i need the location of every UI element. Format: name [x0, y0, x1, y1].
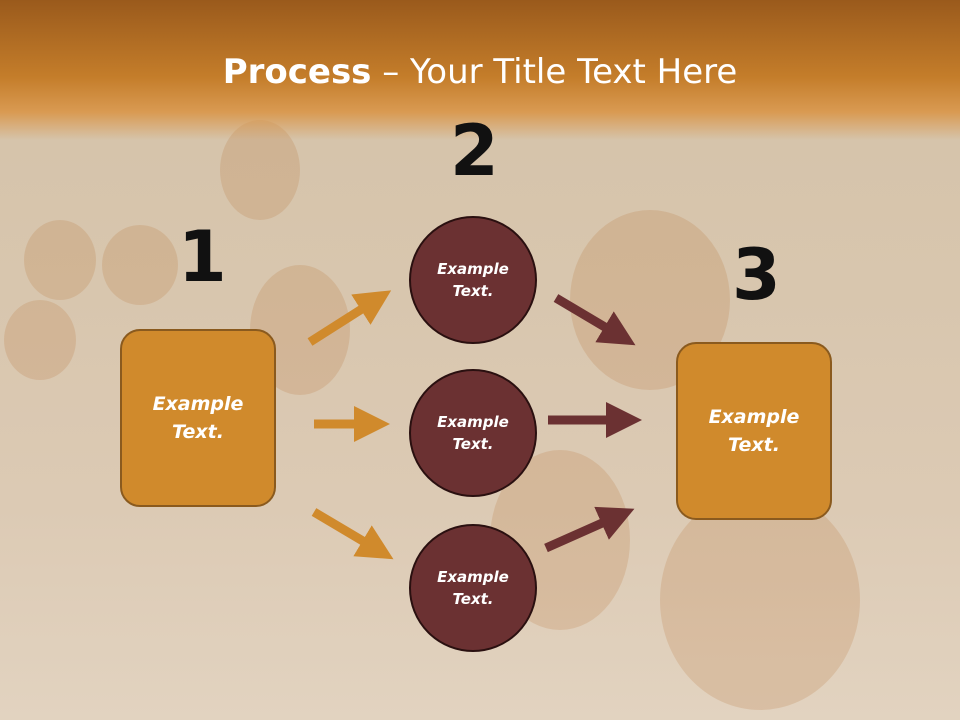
arrow-left-to-top: [307, 290, 392, 346]
arrow-left-to-bottom: [311, 508, 394, 560]
circle-top[interactable]: Example Text.: [409, 216, 537, 344]
barrel-decoration: [24, 220, 96, 300]
step-number-2: 2: [450, 110, 499, 192]
step-number-3: 3: [732, 234, 781, 316]
title-bold: Process: [222, 52, 372, 92]
left-box[interactable]: Example Text.: [120, 329, 276, 507]
step-number-1: 1: [178, 216, 227, 298]
title-rest: – Your Title Text Here: [371, 52, 738, 92]
arrow-top-to-right: [553, 294, 636, 346]
circle-middle-text: Example Text.: [437, 412, 509, 454]
circle-bottom[interactable]: Example Text.: [409, 524, 537, 652]
barrel-decoration: [102, 225, 178, 305]
circle-middle[interactable]: Example Text.: [409, 369, 537, 497]
slide-title: Process – Your Title Text Here: [0, 52, 960, 92]
barrel-decoration: [4, 300, 76, 380]
circle-bottom-text: Example Text.: [437, 567, 509, 609]
header-band: [0, 0, 960, 140]
left-box-text: Example Text.: [152, 392, 244, 444]
arrow-bottom-to-right: [544, 506, 635, 553]
barrel-decoration: [220, 120, 300, 220]
right-box[interactable]: Example Text.: [676, 342, 832, 520]
circle-top-text: Example Text.: [437, 259, 509, 301]
right-box-text: Example Text.: [708, 405, 800, 457]
barrel-decoration: [660, 490, 860, 710]
